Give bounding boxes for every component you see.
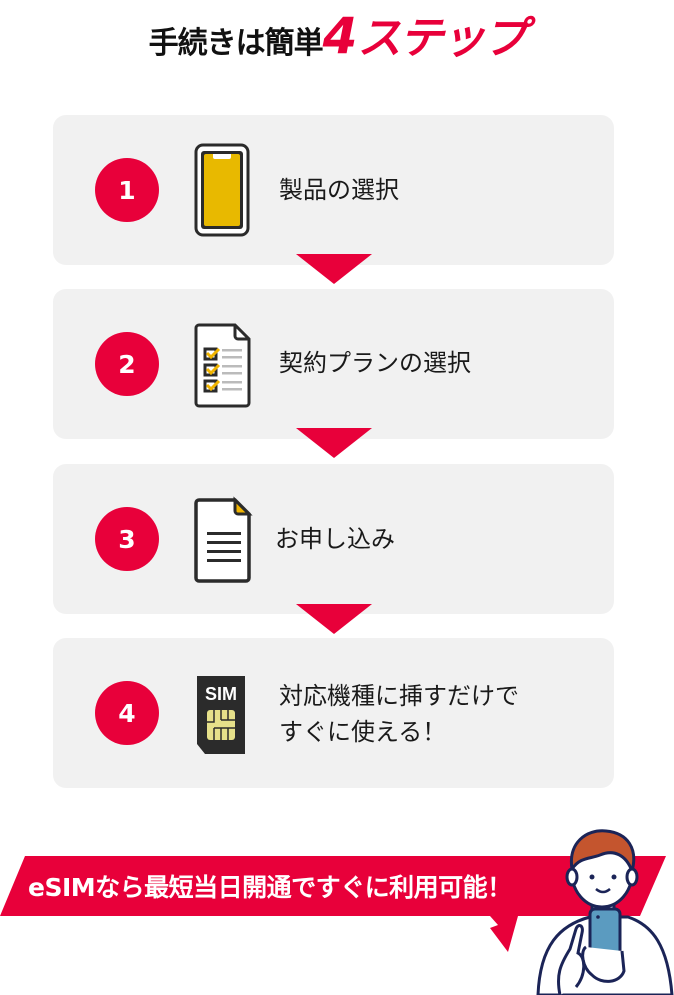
person-holding-phone-illustration bbox=[536, 829, 674, 995]
step-label-line-2: すぐに使える！ bbox=[279, 718, 447, 746]
title-number: 4 bbox=[322, 7, 358, 65]
down-arrow-icon bbox=[296, 604, 372, 634]
step-label: 対応機種に挿すだけで すぐに使える！ bbox=[279, 678, 519, 750]
checklist-document-icon bbox=[187, 317, 257, 413]
page-title: 手続きは簡単4ステップ bbox=[0, 2, 674, 66]
speech-bubble-banner bbox=[0, 856, 666, 952]
step-number-badge: 3 bbox=[95, 507, 159, 571]
title-prefix: 手続きは簡単 bbox=[148, 26, 324, 61]
step-label-line-1: 対応機種に挿すだけで bbox=[279, 682, 519, 710]
step-label: 製品の選択 bbox=[279, 176, 399, 204]
document-icon bbox=[187, 492, 257, 588]
step-card-2: 2 契約プランの選択 bbox=[53, 289, 614, 439]
banner-text: eSIMなら最短当日開通ですぐに利用可能！ bbox=[28, 873, 512, 902]
step-label: お申し込み bbox=[275, 525, 395, 553]
down-arrow-icon bbox=[296, 428, 372, 458]
step-card-1: 1 製品の選択 bbox=[53, 115, 614, 265]
down-arrow-icon bbox=[296, 254, 372, 284]
step-card-4: 4 SIM 対応機種に挿すだけで すぐに使える！ bbox=[53, 638, 614, 788]
step-card-3: 3 お申し込み bbox=[53, 464, 614, 614]
step-number-badge: 2 bbox=[95, 332, 159, 396]
step-label: 契約プランの選択 bbox=[279, 349, 471, 377]
title-suffix: ステップ bbox=[357, 13, 527, 64]
sim-text: SIM bbox=[205, 684, 237, 704]
sim-card-icon: SIM bbox=[187, 666, 257, 762]
smartphone-icon bbox=[187, 143, 257, 239]
step-number-badge: 4 bbox=[95, 681, 159, 745]
step-number-badge: 1 bbox=[95, 158, 159, 222]
